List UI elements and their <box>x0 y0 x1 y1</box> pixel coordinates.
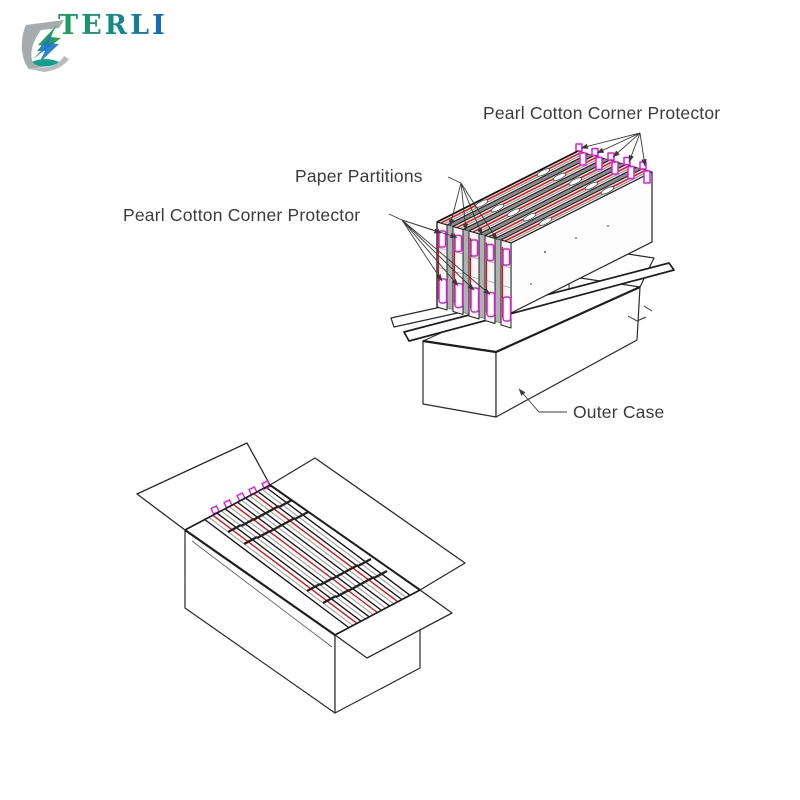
brand-name: TERLI <box>58 10 168 41</box>
leader-lines <box>388 132 647 413</box>
lower-rim-edges <box>184 484 421 636</box>
lower-diagram <box>136 442 466 714</box>
upper-diagram <box>388 132 675 418</box>
leader-corner-protector-left <box>388 213 491 295</box>
packed-panels <box>203 487 416 631</box>
label-paper-partitions: Paper Partitions <box>295 166 423 186</box>
panel-red-stripes <box>438 152 645 243</box>
leader-paper-partitions <box>447 176 498 240</box>
brand-lightning-icon <box>21 20 69 72</box>
corner-protectors <box>438 143 651 322</box>
handle-holes <box>474 168 615 226</box>
label-corner-protector-left: Pearl Cotton Corner Protector <box>123 205 361 225</box>
label-corner-protector-top: Pearl Cotton Corner Protector <box>483 103 721 123</box>
clip-marks <box>227 498 388 605</box>
leader-corner-protector-top <box>580 132 647 167</box>
label-outer-case: Outer Case <box>573 402 665 422</box>
leader-outer-case <box>518 388 567 413</box>
outer-case-box <box>390 246 675 418</box>
panel-stack <box>436 143 653 329</box>
